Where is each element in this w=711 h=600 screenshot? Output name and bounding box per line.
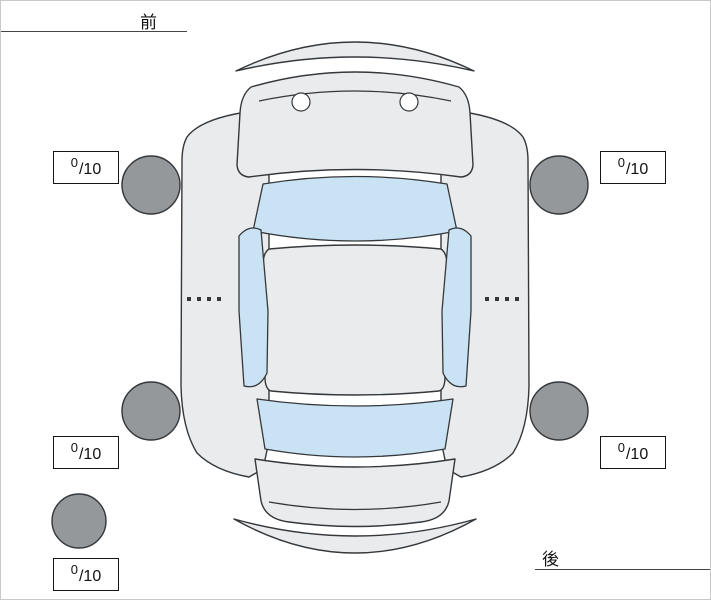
trunk-seam-line <box>268 501 442 511</box>
windshield-glass <box>252 175 458 242</box>
roof-panel <box>261 244 449 396</box>
tread-scale: /10 <box>78 160 102 178</box>
front-direction-label: 前 <box>140 8 158 33</box>
tread-value: 0 <box>70 440 78 455</box>
wheel-rear-right <box>529 381 589 441</box>
rear-direction-text: 後 <box>542 550 560 569</box>
hood <box>236 71 474 178</box>
wheel-front-right <box>529 155 589 215</box>
left-side-window-glass <box>238 227 269 388</box>
wheel-front-left <box>121 155 181 215</box>
tread-value: 0 <box>70 562 78 577</box>
wheel-rear-left <box>121 381 181 441</box>
tread-value: 0 <box>617 440 625 455</box>
tread-scale: /10 <box>78 567 102 585</box>
tread-value: 0 <box>70 155 78 170</box>
cowl-line <box>258 90 452 102</box>
hood-washer-left-icon <box>291 92 311 112</box>
tread-scale: /10 <box>625 160 649 178</box>
rear-bumper <box>233 518 477 554</box>
tread-depth-spare: 0 /10 <box>53 558 119 591</box>
spare-tire <box>51 493 107 549</box>
tread-scale: /10 <box>625 445 649 463</box>
rear-direction-label: 後 <box>542 545 560 570</box>
rear-label-underline <box>535 569 710 570</box>
tread-scale: /10 <box>78 445 102 463</box>
front-direction-text: 前 <box>140 13 158 32</box>
front-bumper <box>235 41 475 72</box>
front-label-underline <box>1 31 187 32</box>
tread-value: 0 <box>617 155 625 170</box>
tread-depth-rear-right: 0 /10 <box>600 436 666 469</box>
rear-window-glass <box>256 398 454 458</box>
trunk <box>254 458 456 528</box>
tread-depth-front-left: 0 /10 <box>53 151 119 184</box>
right-side-window-glass <box>441 227 472 388</box>
tread-depth-front-right: 0 /10 <box>600 151 666 184</box>
tread-depth-rear-left: 0 /10 <box>53 436 119 469</box>
hood-washer-right-icon <box>399 92 419 112</box>
